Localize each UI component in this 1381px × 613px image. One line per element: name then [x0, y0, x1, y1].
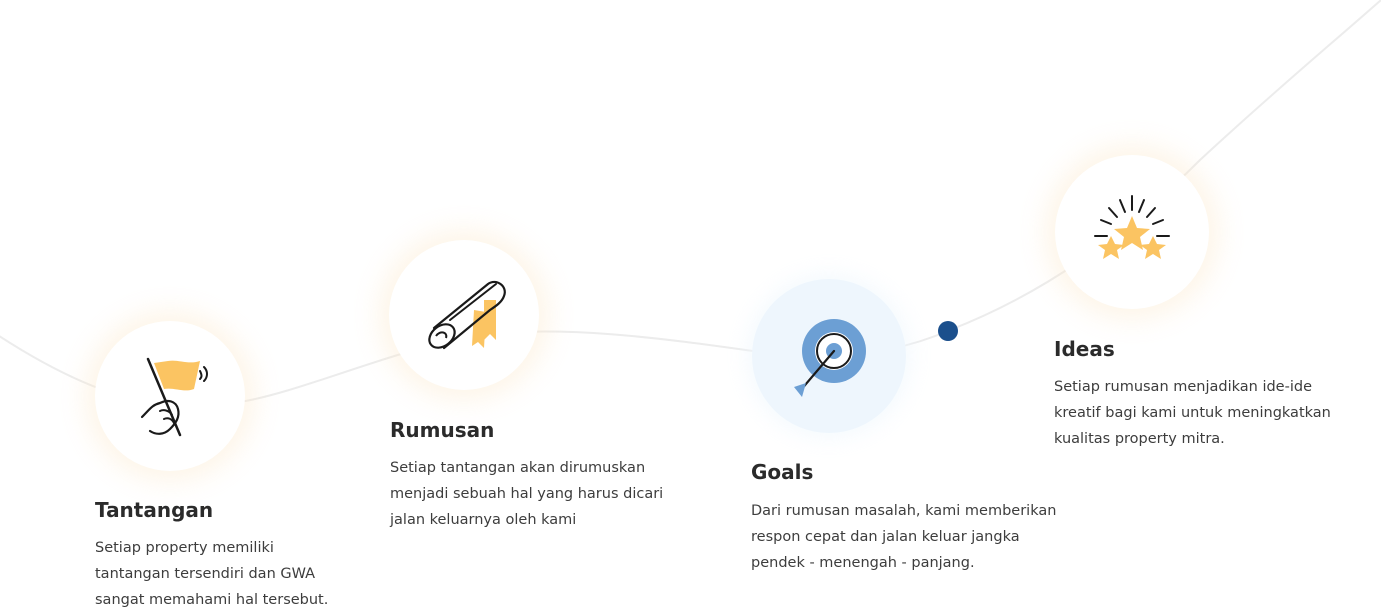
desc-line: Setiap property memiliki [95, 540, 274, 556]
step-desc-goals: Dari rumusan masalah, kami memberikan re… [751, 498, 1056, 576]
flag-icon [140, 357, 208, 437]
step-desc-rumusan: Setiap tantangan akan dirumuskan menjadi… [390, 455, 663, 533]
target-icon [794, 319, 866, 397]
step-title-ideas: Ideas [1054, 337, 1115, 361]
desc-line: Setiap tantangan akan dirumuskan [390, 460, 646, 476]
desc-line: respon cepat dan jalan keluar jangka [751, 529, 1020, 545]
stars-icon [1094, 195, 1170, 259]
rumusan-icon-circle [389, 240, 539, 390]
ideas-icon-circle [1055, 155, 1209, 309]
step-title-rumusan: Rumusan [390, 418, 495, 442]
scroll-icon [428, 280, 506, 350]
goals-icon-circle [752, 279, 906, 433]
timeline-dot [938, 321, 958, 341]
step-title-tantangan: Tantangan [95, 498, 214, 522]
desc-line: Setiap rumusan menjadikan ide-ide [1054, 379, 1312, 395]
desc-line: sangat memahami hal tersebut. [95, 592, 329, 608]
step-desc-tantangan: Setiap property memiliki tantangan terse… [95, 535, 328, 613]
step-desc-ideas: Setiap rumusan menjadikan ide-ide kreati… [1054, 374, 1331, 452]
desc-line: kreatif bagi kami untuk meningkatkan [1054, 405, 1331, 421]
desc-line: tantangan tersendiri dan GWA [95, 566, 316, 582]
desc-line: jalan keluarnya oleh kami [390, 512, 577, 528]
step-title-goals: Goals [751, 460, 814, 484]
tantangan-icon-circle [95, 321, 245, 471]
desc-line: Dari rumusan masalah, kami memberikan [751, 503, 1057, 519]
desc-line: menjadi sebuah hal yang harus dicari [390, 486, 664, 502]
desc-line: pendek - menengah - panjang. [751, 555, 975, 571]
desc-line: kualitas property mitra. [1054, 431, 1225, 447]
